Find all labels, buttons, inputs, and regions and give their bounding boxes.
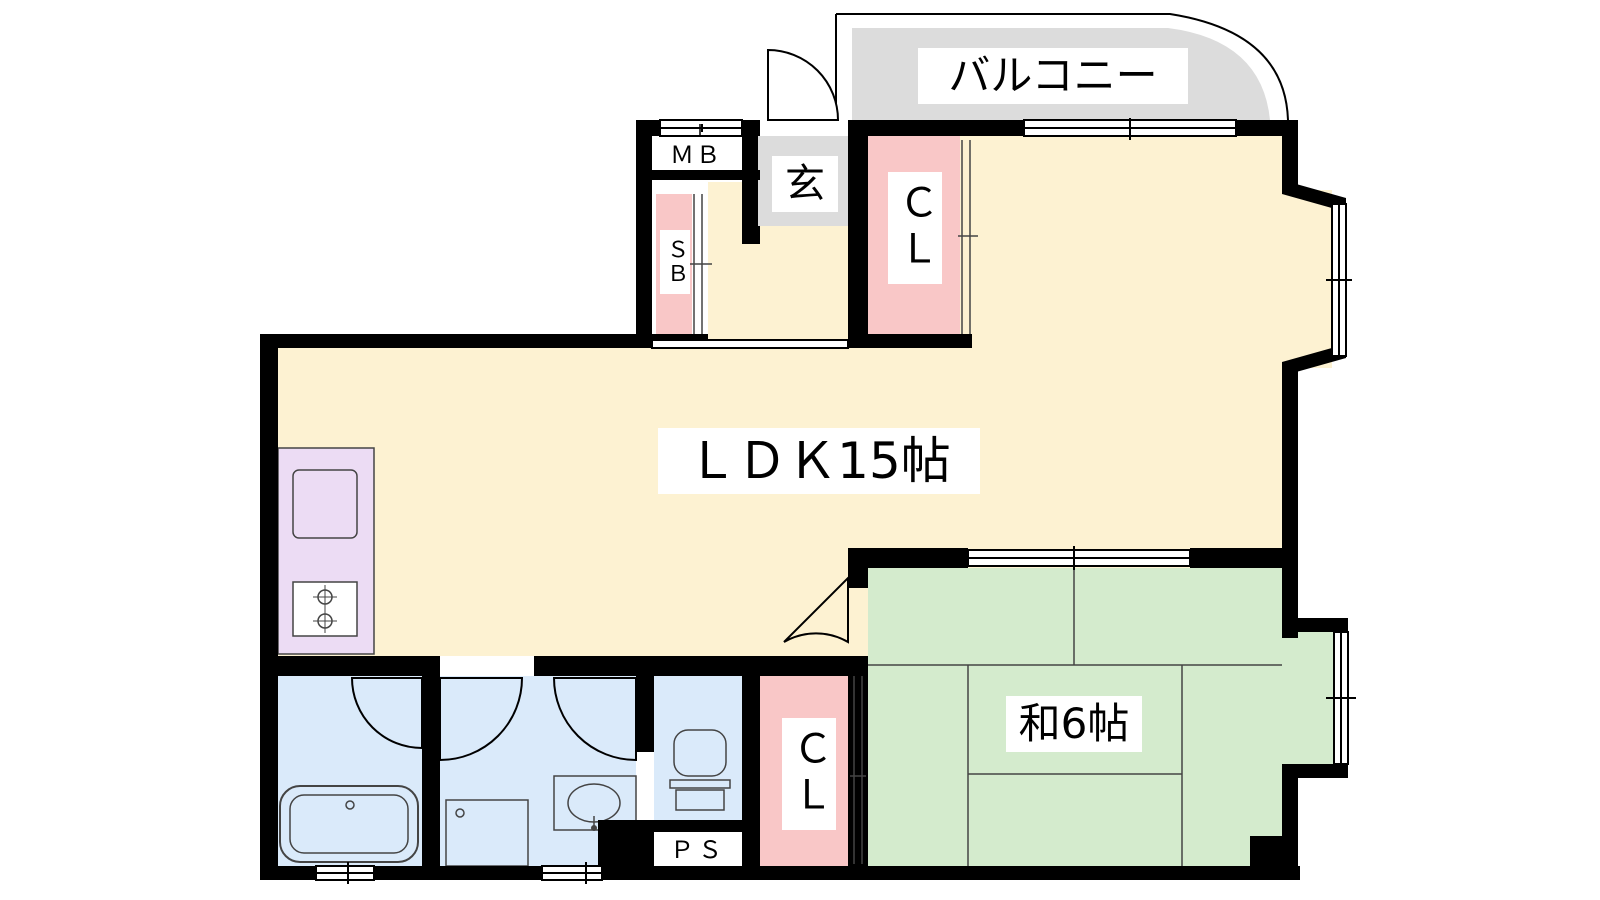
balcony-label: バルコニー <box>918 48 1188 104</box>
closet-upper-label: ＣＬ <box>888 172 942 284</box>
windows <box>315 118 1356 884</box>
balcony-rail <box>836 13 1289 121</box>
sliding-doors <box>690 140 978 864</box>
meter-box-label: ＭＢ <box>656 140 736 170</box>
genkan-label: 玄 <box>772 156 838 212</box>
kitchen-sink <box>292 469 358 539</box>
tatami-mat-lines <box>868 568 1282 866</box>
toilet-fixture <box>669 729 731 811</box>
pipe-space-label: ＰＳ <box>656 836 740 864</box>
shoe-box-label: ＳＢ <box>660 230 690 294</box>
washer-pan <box>445 799 529 867</box>
door-swings <box>350 48 849 762</box>
tatami-bay-floor <box>1282 632 1334 764</box>
ldk-bay-floor <box>1282 190 1332 368</box>
bathtub <box>279 785 419 863</box>
closet-lower-label: ＣＬ <box>782 718 836 830</box>
ldk-label: ＬＤＫ15帖 <box>658 428 980 494</box>
washitsu-label: 和6帖 <box>1006 696 1142 752</box>
